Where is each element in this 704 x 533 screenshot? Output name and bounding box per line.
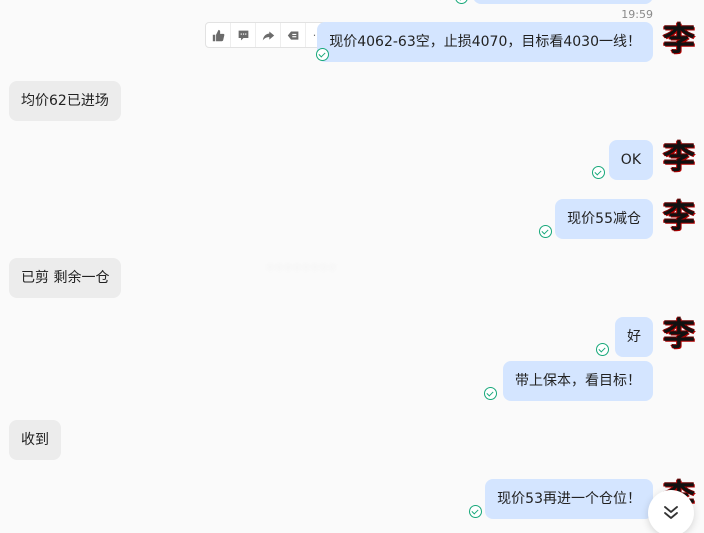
- avatar[interactable]: 李: [662, 197, 695, 235]
- scroll-to-bottom-button[interactable]: [648, 490, 694, 533]
- read-check-icon: [539, 225, 552, 238]
- message-bubble[interactable]: OK: [608, 140, 653, 180]
- message-bubble[interactable]: 均价62已进场: [9, 81, 121, 121]
- avatar[interactable]: 李: [662, 20, 695, 58]
- message-bubble[interactable]: 收到: [9, 420, 61, 460]
- message-bubble[interactable]: 现价4062-63空，止损4070，目标看4030一线！: [317, 22, 653, 62]
- message-action-toolbar: ···: [205, 22, 331, 48]
- message-bubble[interactable]: 好: [615, 317, 653, 357]
- avatar[interactable]: 李: [662, 138, 695, 176]
- avatar[interactable]: 李: [662, 315, 695, 353]
- read-check-icon: [484, 387, 497, 400]
- blurred-text: · · · · · · · ·: [268, 260, 335, 276]
- comment-icon[interactable]: [231, 23, 256, 47]
- read-check-icon: [455, 0, 468, 4]
- message-bubble[interactable]: 已剪 剩余一仓: [9, 258, 122, 298]
- quote-icon[interactable]: [281, 23, 306, 47]
- message-bubble[interactable]: 现价53再进一个仓位！: [485, 479, 653, 519]
- thumbs-up-icon[interactable]: [206, 23, 231, 47]
- read-check-icon: [592, 166, 605, 179]
- message-bubble[interactable]: 带上保本，看目标！: [503, 361, 653, 401]
- chevron-double-down-icon: [664, 506, 678, 519]
- previous-message-bubble-partial[interactable]: [473, 0, 653, 4]
- read-check-icon: [469, 505, 482, 518]
- read-check-icon: [316, 48, 329, 61]
- message-bubble[interactable]: 现价55减仓: [555, 199, 653, 239]
- forward-icon[interactable]: [256, 23, 281, 47]
- message-timestamp: 19:59: [621, 8, 653, 21]
- read-check-icon: [596, 343, 609, 356]
